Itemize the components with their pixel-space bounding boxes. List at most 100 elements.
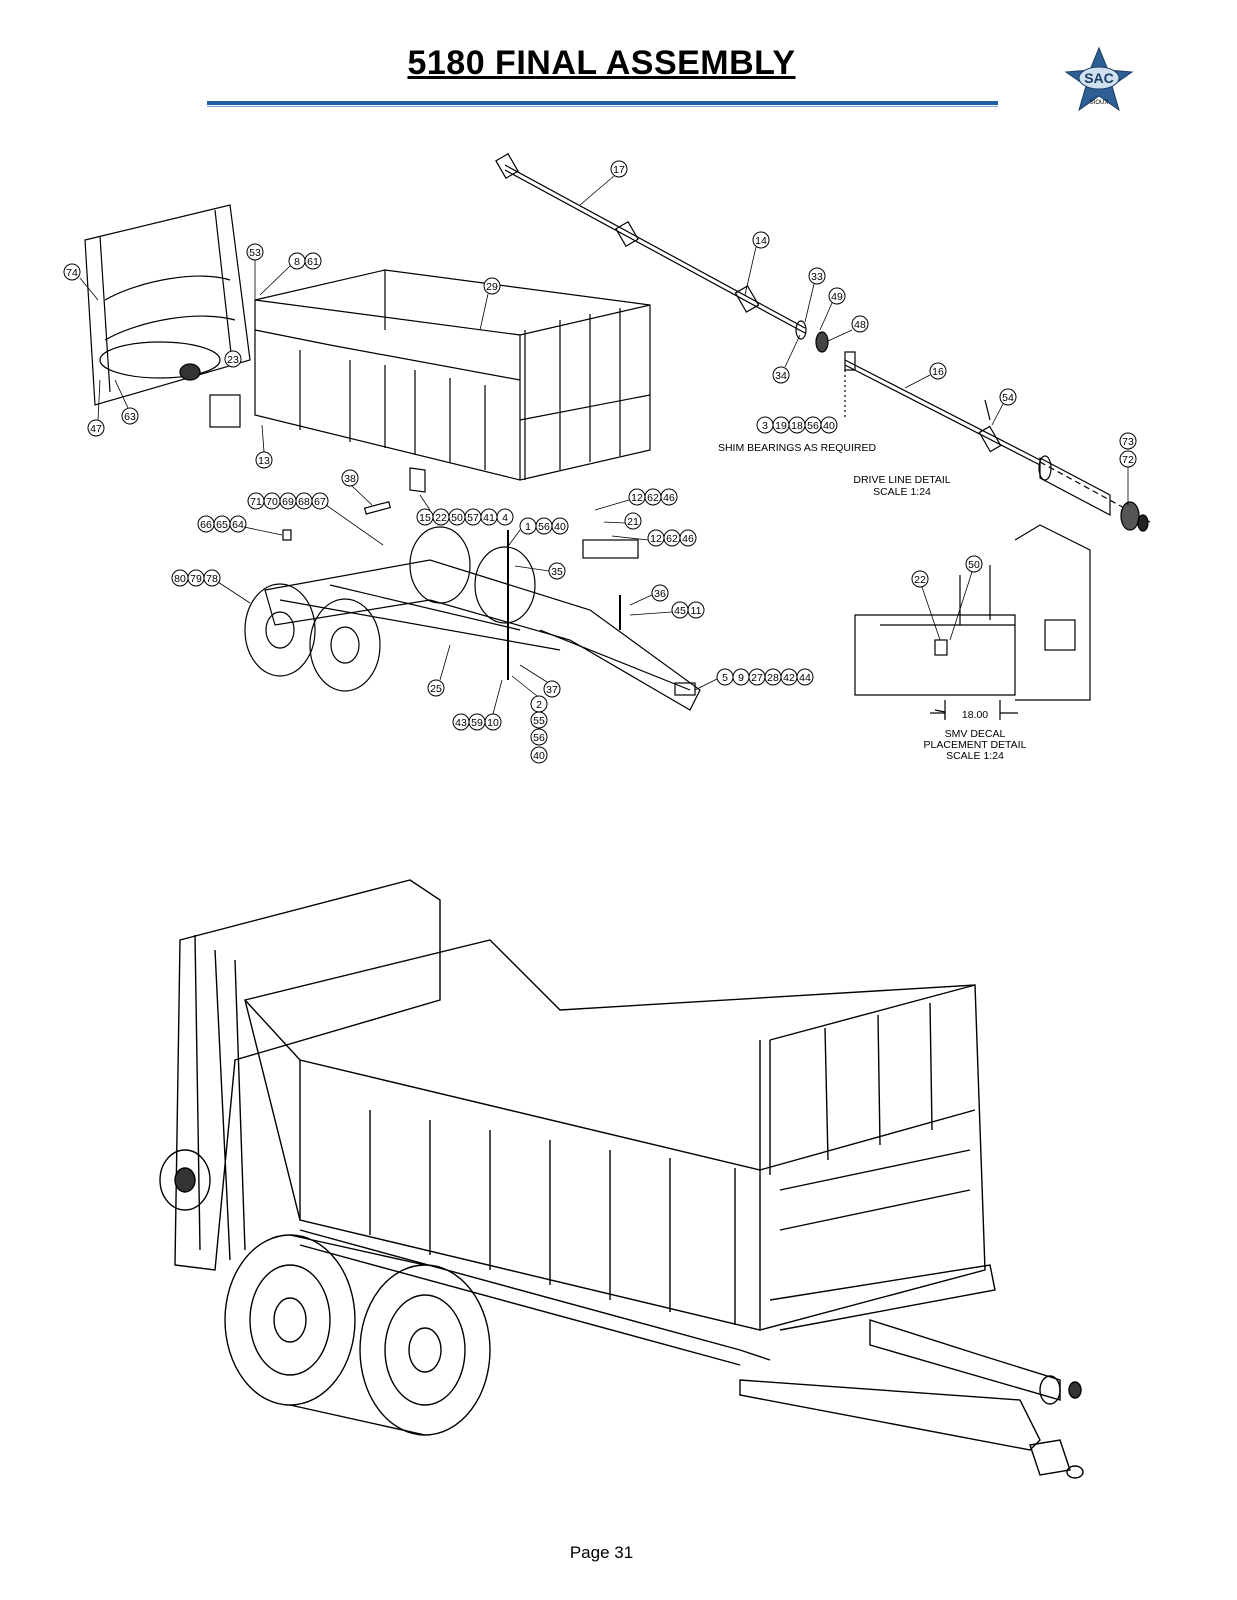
balloon-group-45: 45 11 <box>671 601 705 619</box>
balloon-54: 54 <box>999 388 1017 406</box>
svg-text:14: 14 <box>755 235 767 247</box>
svg-text:70: 70 <box>266 496 278 508</box>
smv-detail <box>854 524 1091 720</box>
svg-text:28: 28 <box>767 672 779 684</box>
balloon-29: 29 <box>483 277 501 295</box>
balloon-72: 72 <box>1119 450 1137 468</box>
svg-text:62: 62 <box>666 533 678 545</box>
drive-line-detail-scale: SCALE 1:24 <box>873 486 931 498</box>
svg-text:56: 56 <box>538 521 550 533</box>
svg-text:34: 34 <box>775 370 787 382</box>
svg-text:54: 54 <box>1002 392 1014 404</box>
svg-text:43: 43 <box>455 717 467 729</box>
svg-text:18: 18 <box>791 420 803 432</box>
balloon-48: 48 <box>851 315 869 333</box>
balloon-17: 17 <box>610 160 628 178</box>
svg-text:36: 36 <box>654 588 666 600</box>
svg-text:22: 22 <box>914 574 926 586</box>
svg-text:68: 68 <box>298 496 310 508</box>
svg-text:40: 40 <box>533 750 545 762</box>
svg-text:48: 48 <box>854 319 866 331</box>
svg-text:67: 67 <box>314 496 326 508</box>
svg-text:59: 59 <box>471 717 483 729</box>
svg-text:12: 12 <box>631 492 643 504</box>
balloon-34: 34 <box>772 366 790 384</box>
svg-text:79: 79 <box>190 573 202 585</box>
svg-text:35: 35 <box>551 566 563 578</box>
svg-text:65: 65 <box>216 519 228 531</box>
svg-text:50: 50 <box>451 512 463 524</box>
svg-text:50: 50 <box>968 559 980 571</box>
balloon-13: 13 <box>255 451 273 469</box>
title-rule-thin <box>207 106 998 107</box>
balloon-37: 37 <box>543 680 561 698</box>
sac-logo: SAC SIOUX <box>1064 46 1134 112</box>
balloon-38: 38 <box>341 469 359 487</box>
svg-text:17: 17 <box>613 164 625 176</box>
svg-text:37: 37 <box>546 684 558 696</box>
balloon-group-12a: 12 62 46 <box>628 488 678 506</box>
title-rule <box>207 101 998 105</box>
svg-text:45: 45 <box>674 605 686 617</box>
svg-text:40: 40 <box>823 420 835 432</box>
balloon-73: 73 <box>1119 432 1137 450</box>
balloon-21: 21 <box>624 512 642 530</box>
balloon-53: 53 <box>246 243 264 261</box>
svg-text:44: 44 <box>799 672 811 684</box>
svg-text:66: 66 <box>200 519 212 531</box>
svg-text:41: 41 <box>483 512 495 524</box>
svg-text:10: 10 <box>487 717 499 729</box>
svg-text:53: 53 <box>249 247 261 259</box>
balloon-35: 35 <box>548 562 566 580</box>
svg-text:23: 23 <box>227 354 239 366</box>
balloon-22: 22 <box>911 570 929 588</box>
svg-text:8: 8 <box>294 256 300 268</box>
svg-text:4: 4 <box>502 512 508 524</box>
svg-text:12: 12 <box>650 533 662 545</box>
svg-text:69: 69 <box>282 496 294 508</box>
svg-text:33: 33 <box>811 271 823 283</box>
svg-text:62: 62 <box>647 492 659 504</box>
balloon-36: 36 <box>651 584 669 602</box>
svg-text:57: 57 <box>467 512 479 524</box>
balloon-group-43: 43 59 10 <box>452 713 502 731</box>
svg-text:78: 78 <box>206 573 218 585</box>
svg-text:64: 64 <box>232 519 244 531</box>
svg-text:47: 47 <box>90 423 102 435</box>
main-spreader-view <box>159 879 1084 1479</box>
svg-text:27: 27 <box>751 672 763 684</box>
svg-text:19: 19 <box>775 420 787 432</box>
page-title: 5180 FINAL ASSEMBLY <box>407 44 796 82</box>
svg-text:29: 29 <box>486 281 498 293</box>
svg-text:21: 21 <box>627 516 639 528</box>
smv-decal-label: SMV DECAL <box>945 728 1006 740</box>
balloon-group-71: 71 70 69 68 67 <box>247 492 329 510</box>
svg-text:73: 73 <box>1122 436 1134 448</box>
balloon-50: 50 <box>965 555 983 573</box>
svg-text:42: 42 <box>783 672 795 684</box>
svg-text:40: 40 <box>554 521 566 533</box>
page-number: Page 31 <box>569 1543 634 1562</box>
svg-text:71: 71 <box>250 496 262 508</box>
smv-placement-label: PLACEMENT DETAIL <box>924 739 1027 751</box>
svg-text:63: 63 <box>124 411 136 423</box>
svg-text:25: 25 <box>430 683 442 695</box>
logo-text: SAC <box>1084 70 1114 86</box>
svg-text:15: 15 <box>419 512 431 524</box>
svg-text:11: 11 <box>691 605 702 617</box>
svg-text:46: 46 <box>663 492 675 504</box>
balloon-group-66: 66 65 64 <box>197 515 247 533</box>
balloon-16: 16 <box>929 362 947 380</box>
svg-text:5: 5 <box>722 672 728 684</box>
drive-line-shaft <box>495 153 1151 532</box>
svg-text:56: 56 <box>533 732 545 744</box>
exploded-spreader-body <box>84 204 651 481</box>
